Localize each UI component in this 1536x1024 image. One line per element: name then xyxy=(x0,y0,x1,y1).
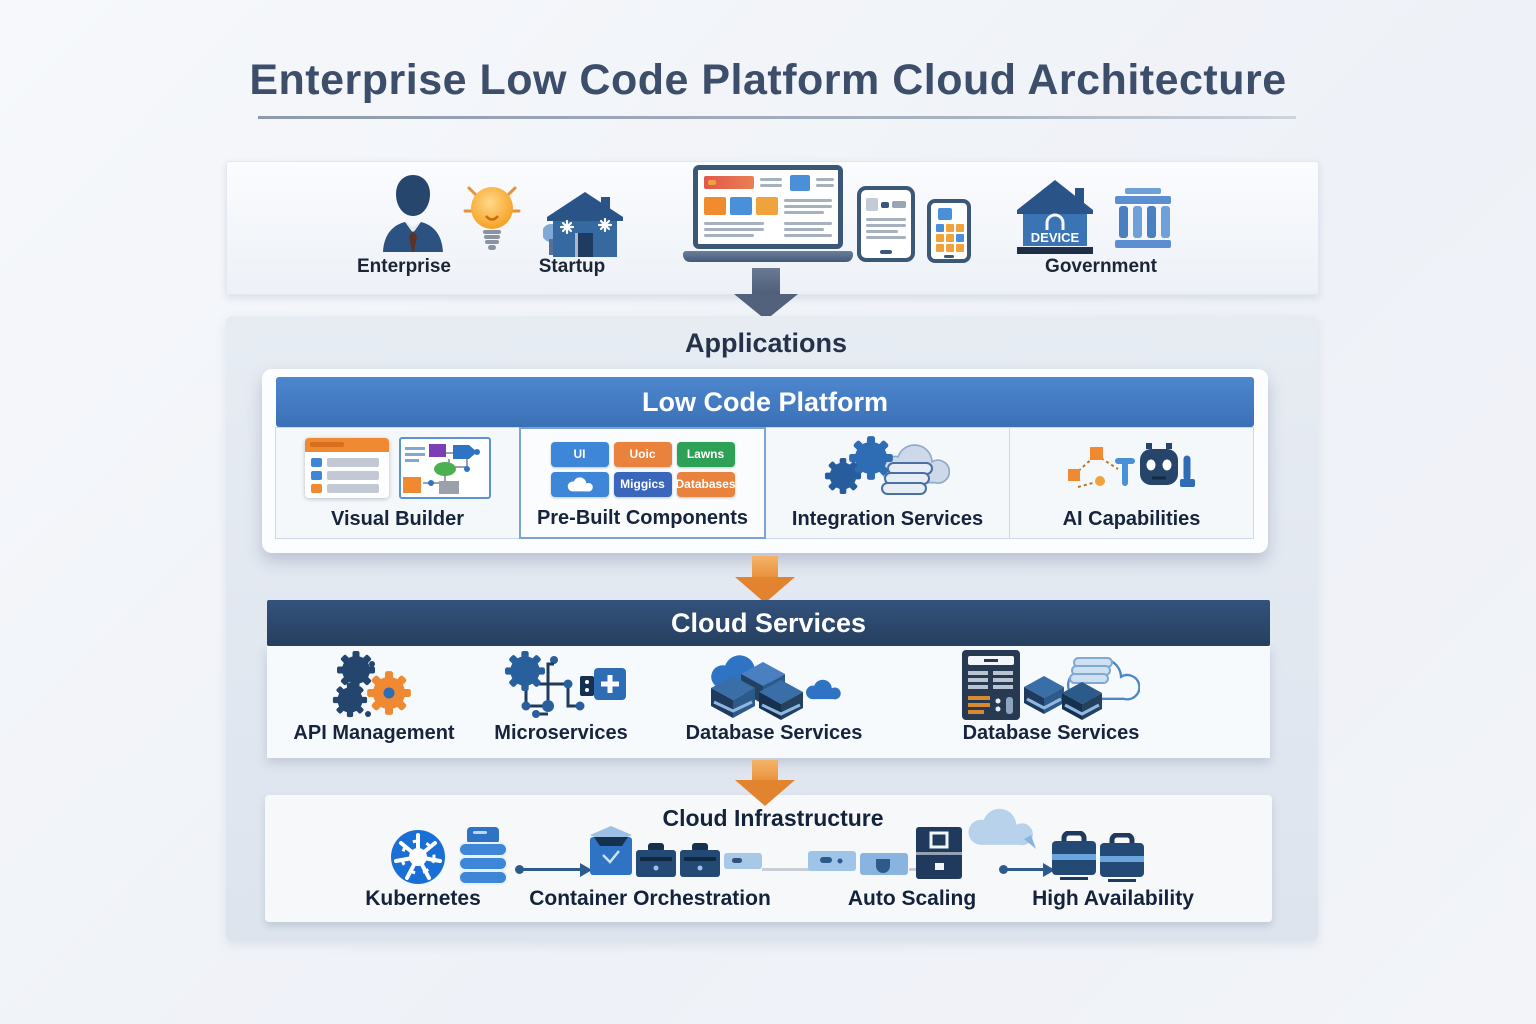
person-icon xyxy=(383,175,443,252)
api-management-icon xyxy=(332,651,411,718)
scaling-slab-icon-2 xyxy=(860,853,908,875)
container-slab-icon xyxy=(724,853,762,869)
cloud-services-header: Cloud Services xyxy=(267,600,1270,646)
title-underline xyxy=(258,116,1296,119)
chip-lawns: Lawns xyxy=(676,441,735,467)
microservices-label: Microservices xyxy=(494,722,628,744)
connector-line xyxy=(762,868,810,871)
phone-icon xyxy=(927,199,971,263)
arrow-dot xyxy=(515,865,524,874)
low-code-platform-header: Low Code Platform xyxy=(276,377,1254,427)
database-services-label: Database Services xyxy=(685,722,863,744)
high-availability-label: High Availability xyxy=(1032,887,1194,910)
applications-heading: Applications xyxy=(684,328,848,358)
container-drawer-icon xyxy=(636,843,676,877)
right-arrow-navy-icon xyxy=(580,863,592,877)
storage-cylinder-icon xyxy=(459,827,507,885)
right-arrow-navy-line xyxy=(520,868,582,871)
lightbulb-icon xyxy=(463,186,521,250)
house-icon xyxy=(543,192,623,257)
component-chips: UI Uoic Lawns Miggics Databases xyxy=(550,441,736,497)
ha-case-icon xyxy=(1052,831,1096,880)
cloud-infrastructure-title: Cloud Infrastructure xyxy=(662,805,884,831)
cloud-infrastructure-panel: Cloud Infrastructure xyxy=(265,795,1272,922)
ai-network-robot-icon xyxy=(1067,443,1195,488)
startup-label: Startup xyxy=(538,256,606,277)
tablet-icon xyxy=(857,186,915,262)
ai-capabilities-label: AI Capabilities xyxy=(1062,508,1201,530)
down-arrow-gray-icon xyxy=(734,294,798,320)
chip-databases: Databases xyxy=(675,471,736,497)
auto-scaling-label: Auto Scaling xyxy=(847,887,977,910)
chip-uoic: Uoic xyxy=(613,441,672,467)
architecture-panel: Applications Low Code Platform xyxy=(226,316,1318,941)
database-cloud-icon xyxy=(711,655,841,720)
container-box-icon xyxy=(590,826,632,875)
page-title: Enterprise Low Code Platform Cloud Archi… xyxy=(249,56,1287,104)
database-services-label-2: Database Services xyxy=(962,722,1140,744)
down-arrow-orange-icon xyxy=(735,577,795,603)
integration-services-label: Integration Services xyxy=(791,508,984,530)
scaling-slab-icon xyxy=(808,851,856,871)
laptop-base xyxy=(683,251,853,262)
bank-icon xyxy=(1115,188,1171,248)
cell-pre-built-components: UI Uoic Lawns Miggics Databases Pre-Buil… xyxy=(519,427,766,539)
chip-ui: UI xyxy=(550,441,609,467)
chip-cloud xyxy=(550,471,609,497)
cell-integration-services: Integration Services xyxy=(765,427,1010,539)
scaling-server-icon xyxy=(916,827,962,879)
arrow-dot-2 xyxy=(999,865,1008,874)
kubernetes-icon xyxy=(391,830,445,884)
down-arrow-orange-shaft xyxy=(752,556,778,578)
cell-visual-builder: Visual Builder xyxy=(275,427,520,539)
enterprise-label: Enterprise xyxy=(357,256,451,277)
microservices-icon xyxy=(505,651,626,718)
pre-built-components-label: Pre-Built Components xyxy=(536,507,749,529)
connector-line-2 xyxy=(909,868,921,871)
kubernetes-label: Kubernetes xyxy=(365,887,481,910)
device-label: DEVICE xyxy=(1031,230,1080,245)
visual-builder-label: Visual Builder xyxy=(330,508,465,530)
right-arrow-navy-line-2 xyxy=(1005,868,1045,871)
cloud-services-row: API Management Microservices xyxy=(267,646,1270,758)
database-catalog-cloud-icon xyxy=(962,650,1140,720)
flowchart-icon xyxy=(398,437,491,499)
chip-miggics: Miggics xyxy=(613,471,672,497)
cell-ai-capabilities: AI Capabilities xyxy=(1009,427,1254,539)
down-arrow-gray-shaft xyxy=(752,268,780,294)
integration-gears-cloud-icon xyxy=(824,436,950,495)
cloud-icon xyxy=(567,475,593,493)
laptop-screen xyxy=(693,165,843,249)
down-arrow-orange-shaft-2 xyxy=(752,760,778,782)
government-label: Government xyxy=(1045,256,1157,277)
api-management-label: API Management xyxy=(293,722,455,744)
device-house-icon: DEVICE xyxy=(1017,180,1093,254)
container-orchestration-label: Container Orchestration xyxy=(529,887,771,910)
down-arrow-orange-icon-2 xyxy=(735,780,795,806)
container-drawer-icon-2 xyxy=(680,843,720,877)
low-code-platform-card: Low Code Platform xyxy=(262,369,1268,553)
form-mockup-icon xyxy=(304,438,389,498)
ha-case-icon-2 xyxy=(1100,833,1144,882)
scaling-cloud-icon xyxy=(968,808,1036,849)
low-code-platform-row: Visual Builder UI Uoic Lawns Miggics Dat… xyxy=(275,427,1254,539)
laptop-icon xyxy=(683,165,853,262)
